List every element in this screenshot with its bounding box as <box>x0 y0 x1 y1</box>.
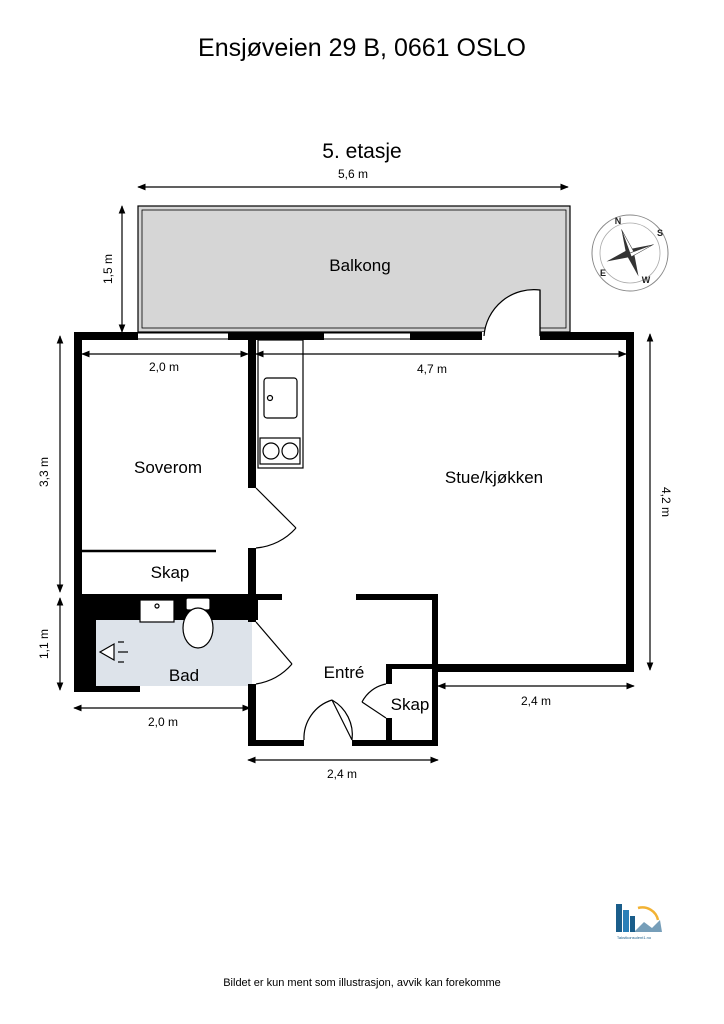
bathroom-door <box>255 621 293 685</box>
room-label-skap-bedroom: Skap <box>151 563 190 582</box>
floor-label: 5. etasje <box>322 140 402 163</box>
entry-door <box>303 699 353 741</box>
dimension-lines <box>56 183 654 764</box>
svg-text:E: E <box>600 268 606 278</box>
dim-living-height: 4,2 m <box>659 487 673 517</box>
balcony-door <box>482 289 541 340</box>
dim-bedroom-height: 3,3 m <box>37 457 51 487</box>
room-label-entre: Entré <box>324 663 365 682</box>
company-logo-icon: Takstkonsulent1.no <box>604 900 664 942</box>
bedroom-door <box>255 487 297 549</box>
bath-fixtures <box>98 597 214 663</box>
address-title: Ensjøveien 29 B, 0661 OSLO <box>198 34 526 62</box>
room-label-balkong: Balkong <box>329 256 390 275</box>
dim-bedroom-width: 2,0 m <box>149 360 179 374</box>
entry-closet-door <box>361 683 387 719</box>
dim-balcony-width: 5,6 m <box>338 167 368 181</box>
kitchen-counter <box>257 339 304 469</box>
bathroom-floor <box>96 620 252 686</box>
dim-entry-width: 2,4 m <box>327 767 357 781</box>
dim-balcony-depth: 1,5 m <box>101 254 115 284</box>
dim-living-lower-width: 2,4 m <box>521 694 551 708</box>
dim-living-width: 4,7 m <box>417 362 447 376</box>
svg-text:S: S <box>657 228 663 238</box>
svg-text:W: W <box>642 275 651 285</box>
disclaimer-footer: Bildet er kun ment som illustrasjon, avv… <box>223 977 501 989</box>
compass-rose-icon: N S E W <box>591 214 669 292</box>
dim-bath-width: 2,0 m <box>148 715 178 729</box>
room-label-skap-entry: Skap <box>391 695 430 714</box>
svg-text:N: N <box>615 216 622 226</box>
room-label-bad: Bad <box>169 666 199 685</box>
room-label-stue: Stue/kjøkken <box>445 468 543 487</box>
windows <box>138 332 410 340</box>
room-label-soverom: Soverom <box>134 458 202 477</box>
dim-bath-height: 1,1 m <box>37 629 51 659</box>
